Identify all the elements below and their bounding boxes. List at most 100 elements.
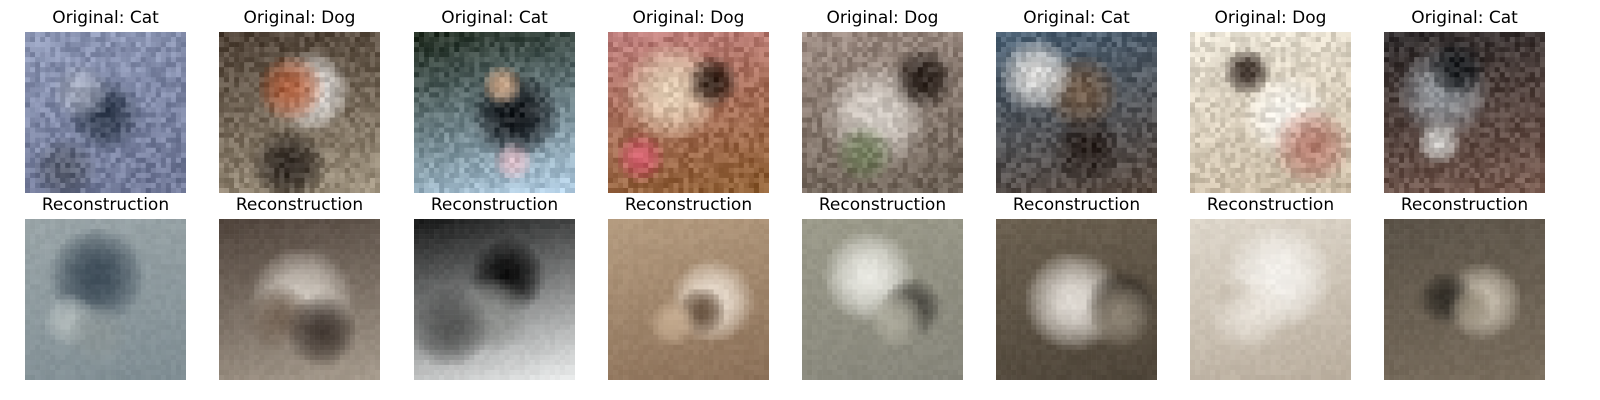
pixel xyxy=(264,177,270,184)
pixel xyxy=(569,92,575,98)
pixel xyxy=(534,82,541,88)
pixel xyxy=(65,304,71,310)
pixel xyxy=(544,152,551,159)
pixel xyxy=(324,87,330,93)
pixel xyxy=(80,374,86,380)
pixel xyxy=(449,107,455,113)
pixel xyxy=(514,107,520,113)
pixel xyxy=(299,37,305,43)
pixel xyxy=(60,82,66,88)
pixel xyxy=(35,177,41,184)
pixel xyxy=(180,147,186,154)
pixel xyxy=(60,172,66,179)
pixel xyxy=(150,324,157,330)
pixel xyxy=(469,67,475,73)
pixel xyxy=(504,132,510,138)
pixel xyxy=(439,82,445,88)
pixel xyxy=(474,37,480,43)
pixel xyxy=(259,52,265,58)
pixel xyxy=(40,314,46,320)
pixel xyxy=(344,224,351,230)
pixel xyxy=(374,254,380,260)
pixel xyxy=(329,77,336,83)
pixel xyxy=(454,142,460,149)
pixel xyxy=(244,177,250,184)
pixel xyxy=(309,234,315,240)
pixel xyxy=(70,117,76,123)
pixel xyxy=(284,67,290,73)
pixel xyxy=(544,67,551,73)
pixel xyxy=(359,284,366,290)
pixel xyxy=(145,167,152,174)
pixel xyxy=(50,77,56,83)
pixel xyxy=(314,344,320,351)
pixel xyxy=(564,52,571,58)
pixel xyxy=(90,374,96,380)
pixel xyxy=(110,82,116,88)
pixel xyxy=(70,172,76,179)
pixel xyxy=(60,359,66,366)
pixel xyxy=(239,52,245,58)
pixel xyxy=(559,37,566,43)
pixel xyxy=(569,162,575,169)
pixel xyxy=(35,289,41,295)
pixel xyxy=(324,264,330,270)
pixel xyxy=(130,147,136,154)
pixel xyxy=(25,187,31,193)
pixel xyxy=(264,77,270,83)
pixel xyxy=(180,137,186,143)
pixel xyxy=(224,294,230,300)
pixel xyxy=(304,244,310,250)
pixel xyxy=(125,299,131,305)
pixel xyxy=(120,349,126,356)
pixel xyxy=(329,72,336,78)
pixel xyxy=(80,329,86,336)
pixel xyxy=(284,259,290,265)
pixel xyxy=(314,254,320,260)
pixel xyxy=(55,249,61,255)
pixel xyxy=(429,122,435,128)
pixel xyxy=(529,102,536,108)
pixel xyxy=(160,359,167,366)
pixel xyxy=(145,234,152,240)
pixel xyxy=(160,319,167,325)
pixel xyxy=(464,92,470,98)
pixel xyxy=(224,102,230,108)
pixel xyxy=(165,167,172,174)
pixel xyxy=(359,67,366,73)
pixel xyxy=(145,87,152,93)
pixel xyxy=(25,249,31,255)
pixel xyxy=(70,264,76,270)
pixel xyxy=(35,132,41,138)
pixel xyxy=(160,37,167,43)
pixel xyxy=(374,62,380,68)
pixel xyxy=(75,52,81,58)
pixel xyxy=(504,107,510,113)
pixel xyxy=(374,32,380,38)
pixel xyxy=(165,224,172,230)
pixel xyxy=(150,62,157,68)
pixel xyxy=(115,229,121,235)
pixel xyxy=(180,354,186,361)
pixel xyxy=(75,87,81,93)
pixel xyxy=(25,269,31,275)
pixel xyxy=(160,254,167,260)
pixel xyxy=(329,167,336,174)
pixel xyxy=(130,82,136,88)
pixel xyxy=(75,274,81,280)
pixel xyxy=(70,374,76,380)
pixel xyxy=(414,37,420,43)
pixel xyxy=(344,167,351,174)
pixel xyxy=(219,324,225,330)
pixel xyxy=(145,314,152,320)
pixel xyxy=(25,52,31,58)
pixel xyxy=(274,152,280,159)
pixel xyxy=(489,52,495,58)
pixel xyxy=(80,137,86,143)
pixel xyxy=(314,82,320,88)
pixel xyxy=(309,87,315,93)
pixel xyxy=(459,102,465,108)
pixel xyxy=(329,122,336,128)
pixel xyxy=(324,319,330,325)
pixel xyxy=(319,319,325,325)
